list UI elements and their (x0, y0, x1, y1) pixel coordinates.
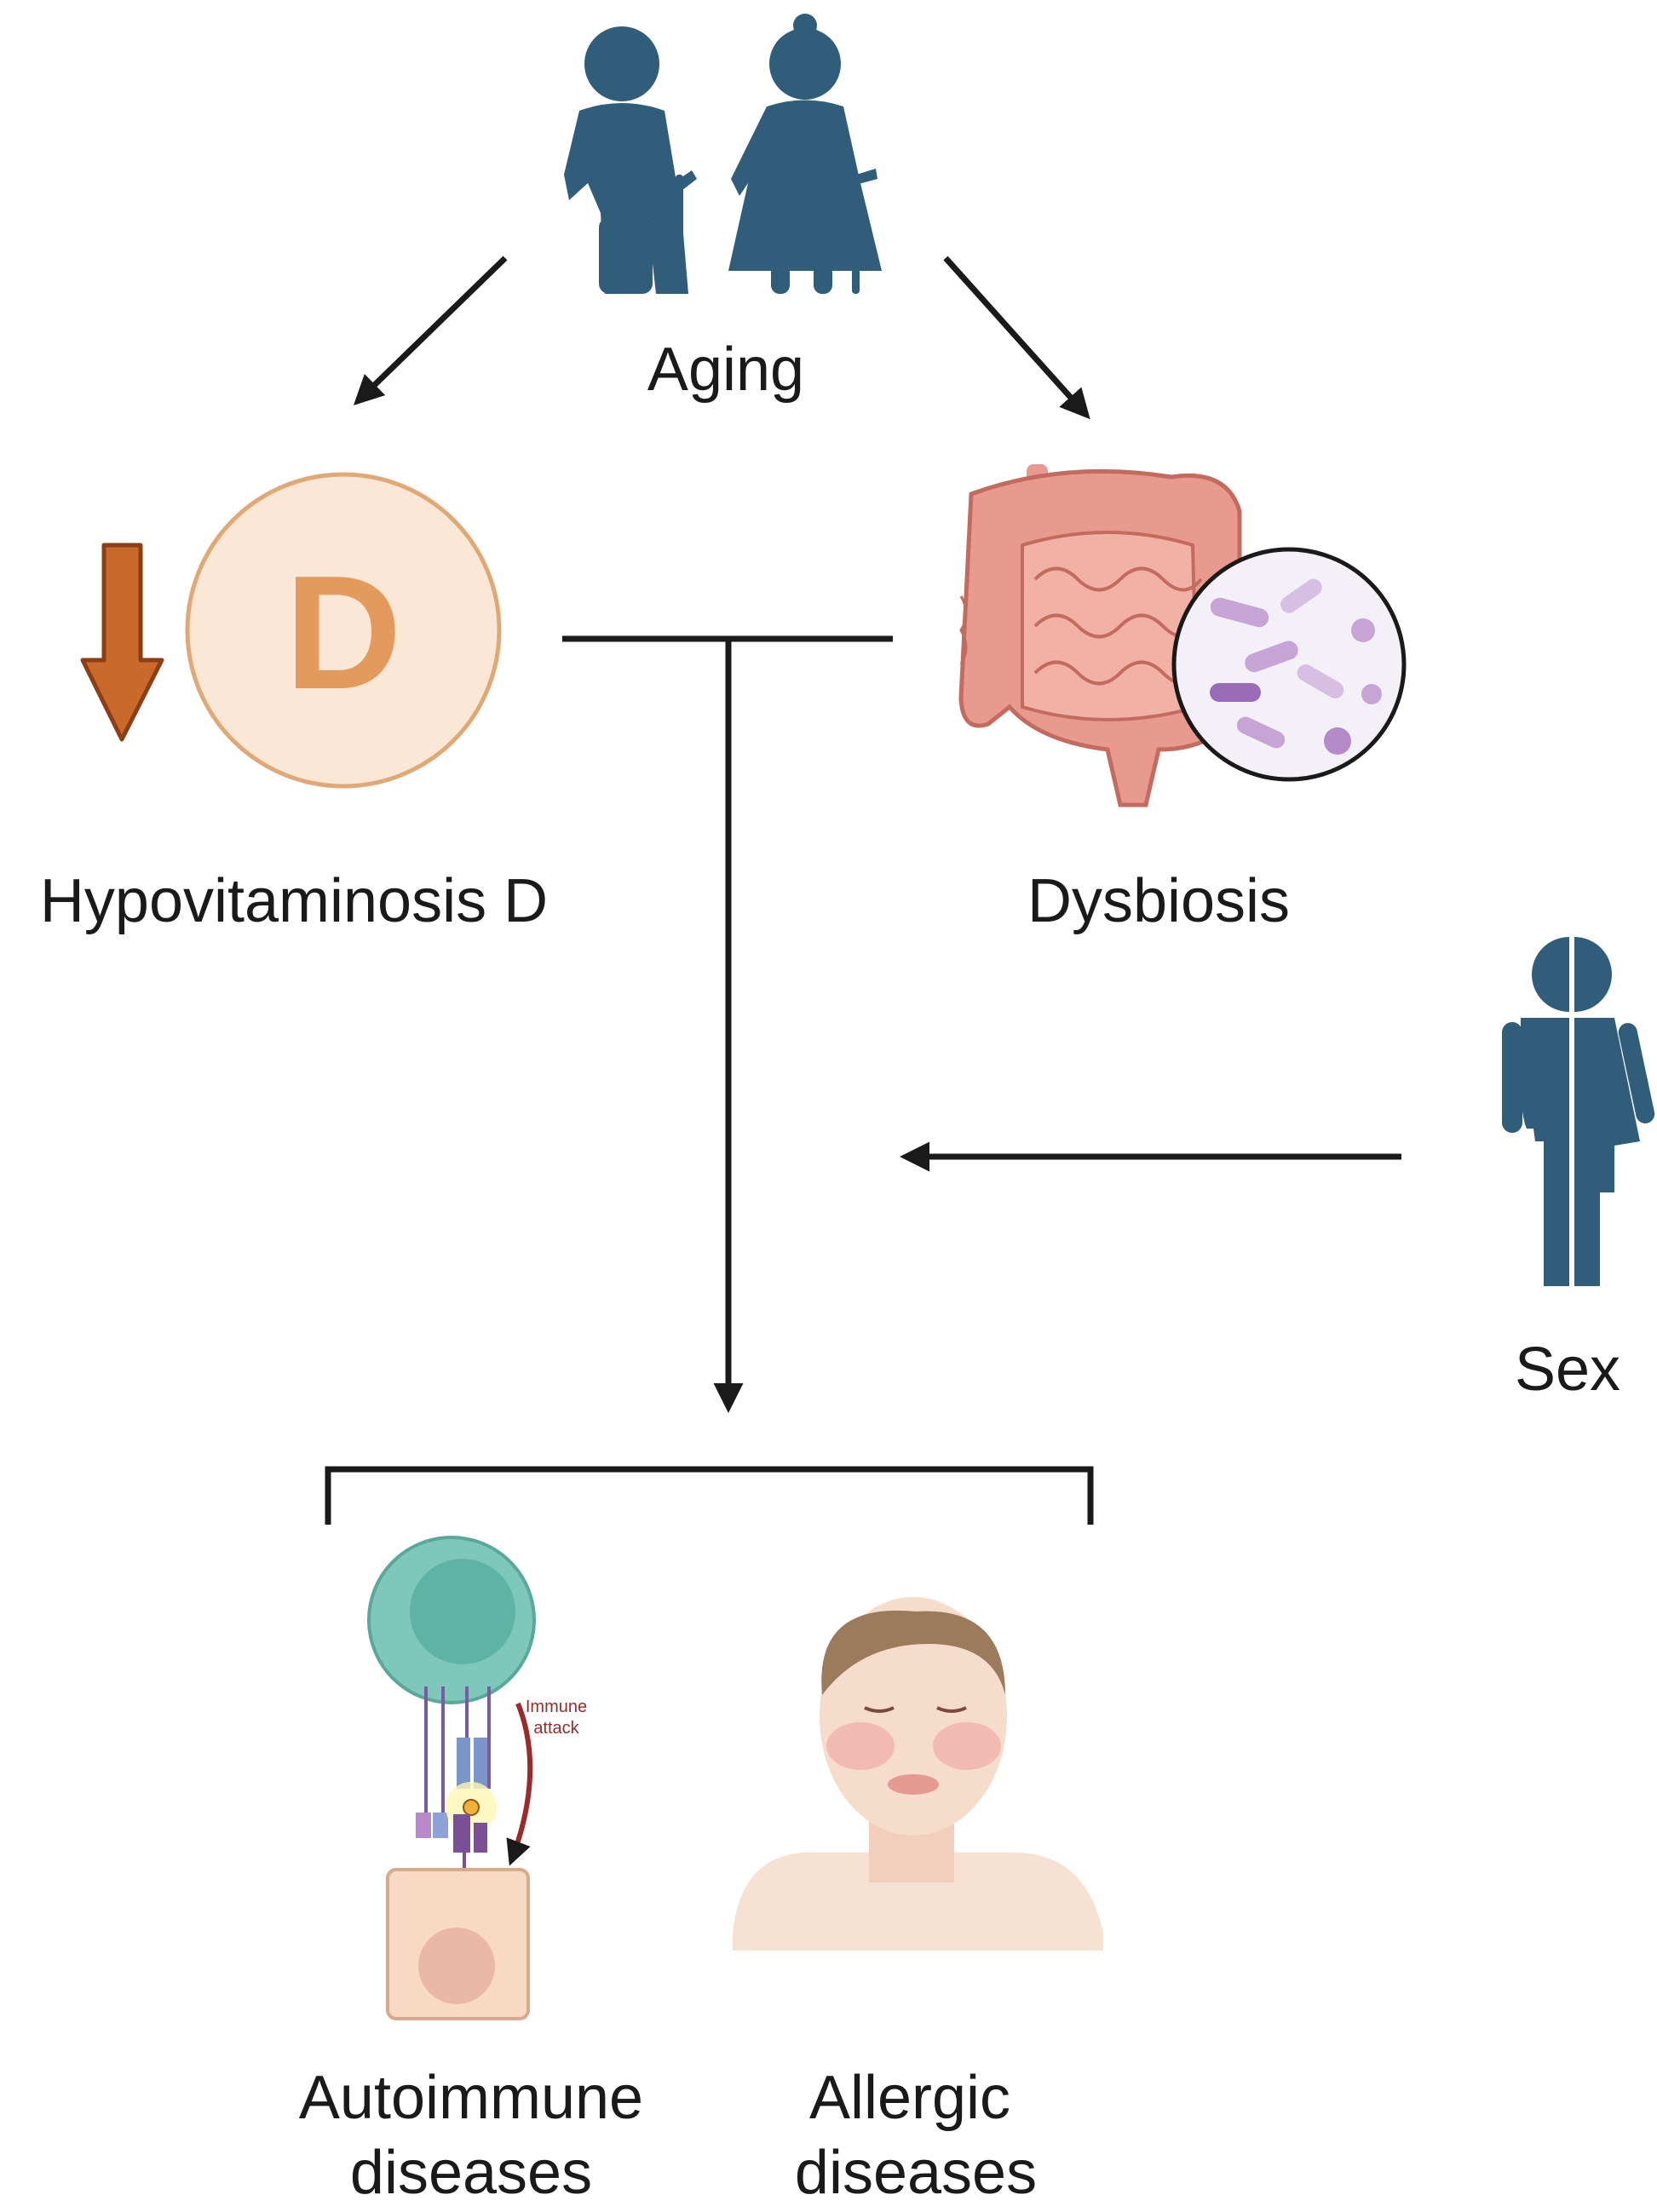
autoimmune-label-line2: diseases (350, 2139, 592, 2207)
aging-label: Aging (647, 336, 804, 404)
elderly-woman-icon (728, 14, 882, 294)
gender-person-icon (1502, 937, 1655, 1286)
target-cell-icon (386, 1868, 530, 2020)
face-rash-icon (733, 1597, 1103, 1951)
aging-to-dysbiosis-arrow (943, 256, 1090, 420)
diseases-bracket (325, 1466, 1094, 1525)
vitamin-letter: D (285, 543, 401, 723)
aging-to-vitamin-arrow (353, 256, 508, 405)
autoimmune-label-line1: Autoimmune (299, 2064, 643, 2132)
elderly-man-icon (564, 26, 697, 294)
allergic-label-line2: diseases (795, 2139, 1037, 2207)
allergic-label-line1: Allergic (809, 2064, 1010, 2132)
vitamin-d-icon (185, 472, 502, 789)
t-cell-icon (367, 1536, 536, 1887)
immune-attack-arrow (506, 1702, 533, 1866)
down-arrow-icon (80, 543, 164, 742)
sex-label: Sex (1515, 1336, 1620, 1404)
immune-attack-line1: Immune (526, 1698, 587, 1716)
dysbiosis-label: Dysbiosis (1027, 867, 1290, 935)
hypovitaminosis-label: Hypovitaminosis D (40, 867, 548, 935)
bacteria-magnifier-icon (1171, 547, 1407, 782)
immune-attack-line2: attack (533, 1719, 579, 1738)
